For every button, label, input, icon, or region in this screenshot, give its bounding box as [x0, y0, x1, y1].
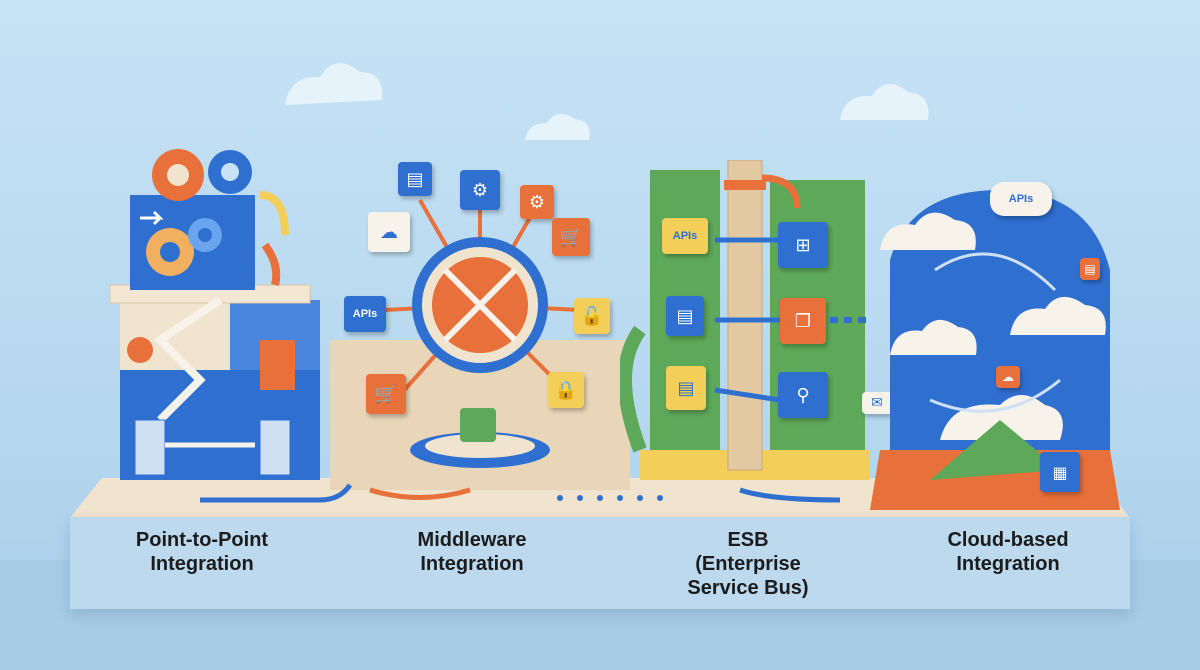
chart-icon: ⚲ — [778, 372, 828, 418]
cart-icon: 🛒 — [366, 374, 406, 414]
flow-connectors — [200, 483, 841, 503]
database-icon — [460, 408, 496, 442]
cart-icon: 🛒 — [552, 218, 590, 256]
server-icon — [260, 340, 295, 390]
server-icon — [259, 419, 291, 476]
gear-icon: ⚙ — [460, 170, 500, 210]
apis-cloud-badge: APIs — [990, 182, 1052, 216]
cloud-icon: ☁ — [996, 366, 1020, 388]
database-icon: ▤ — [398, 162, 432, 196]
gear-icon: ⚙ — [520, 185, 554, 219]
mountain-icon — [930, 420, 1060, 480]
document-icon: ❐ — [780, 298, 826, 344]
apis-label: APIs — [352, 308, 378, 320]
cloud-icon — [890, 319, 977, 355]
apis-label: APIs — [672, 230, 698, 242]
hierarchy-icon: ⊞ — [778, 222, 828, 268]
gear-icon — [208, 150, 252, 194]
esb-illustration — [620, 160, 870, 480]
document-icon: ▦ — [1040, 452, 1080, 492]
cloud-icon — [285, 63, 383, 105]
mail-icon: ✉ — [862, 392, 892, 414]
cloud-illustration — [870, 190, 1120, 510]
cloud-icon — [840, 83, 929, 120]
lock-icon: 🔓 — [574, 298, 610, 334]
lock-icon: 🔒 — [548, 372, 584, 408]
database-icon: ▤ — [666, 296, 704, 336]
middleware-hub-icon — [412, 237, 548, 373]
gear-icon — [188, 218, 222, 252]
database-icon: ▤ — [666, 366, 706, 410]
plinth-front — [70, 517, 1130, 609]
point-to-point-illustration — [109, 149, 320, 480]
gear-icon — [127, 337, 153, 363]
apis-label: APIs — [1008, 193, 1034, 205]
server-icon — [134, 419, 166, 476]
database-icon: ▤ — [1080, 258, 1100, 280]
gear-icon — [152, 149, 204, 201]
cloud-icon — [1010, 296, 1106, 335]
label-middleware: Middleware Integration — [417, 529, 527, 575]
cloud-icon — [940, 395, 1063, 440]
label-point-to-point: Point-to-Point Integration — [135, 529, 269, 575]
gear-icon — [146, 228, 194, 276]
apis-badge: APIs — [662, 218, 708, 254]
cloud-icon: ☁ — [368, 212, 410, 252]
label-esb: ESB (Enterprise Service Bus) — [687, 529, 809, 599]
cloud-icon — [880, 212, 976, 250]
service-bus-pipe — [727, 160, 763, 471]
apis-badge: APIs — [344, 296, 386, 332]
label-cloud-based: Cloud-based Integration — [947, 529, 1069, 575]
middleware-illustration — [330, 180, 630, 490]
cloud-icon — [525, 113, 590, 140]
